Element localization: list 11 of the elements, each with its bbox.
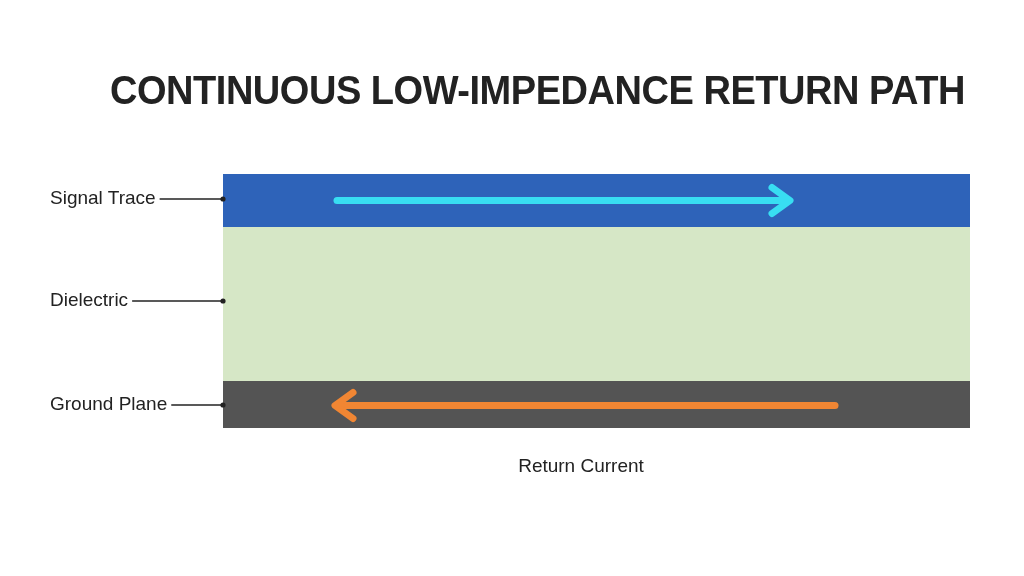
layer-label: Ground Plane <box>50 393 168 415</box>
caption-label: Return Current <box>518 455 644 477</box>
layer-label: Dielectric <box>50 289 129 311</box>
layer-label: Signal Trace <box>50 187 156 209</box>
diagram-title: CONTINUOUS LOW-IMPEDANCE RETURN PATH <box>110 68 965 113</box>
signal-trace-layer <box>223 174 970 227</box>
dielectric-layer <box>223 227 970 381</box>
leader-line <box>159 196 226 202</box>
leader-line <box>170 402 226 408</box>
leader-line <box>131 298 226 304</box>
ground-plane-layer <box>223 381 970 428</box>
